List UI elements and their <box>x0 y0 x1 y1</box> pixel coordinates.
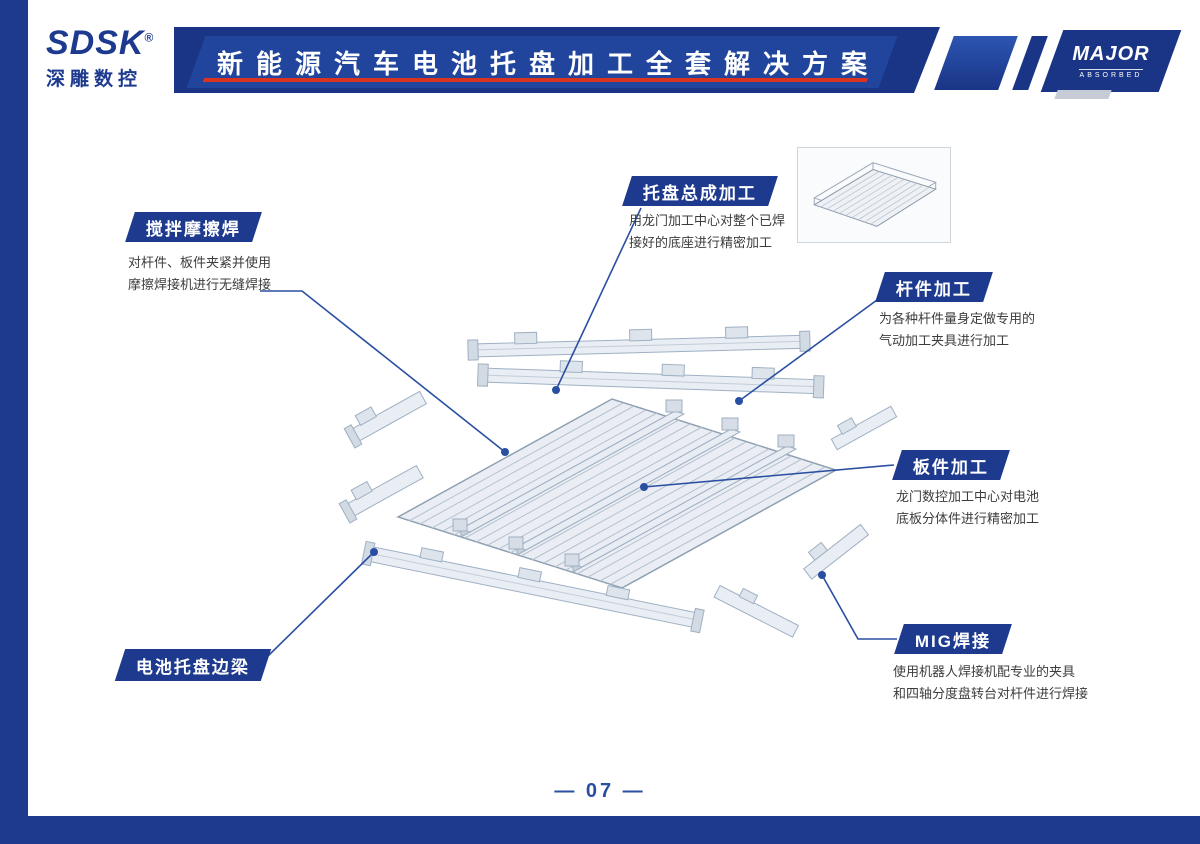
callout-label: 板件加工 <box>913 457 989 477</box>
logo-company-name: 深雕数控 <box>46 69 143 90</box>
page-title: 新能源汽车电池托盘加工全套解决方案 <box>216 48 880 79</box>
cross-beam <box>564 434 798 573</box>
callout-friction-description: 对杆件、板件夹紧并使用 摩擦焊接机进行无缝焊接 <box>128 255 272 293</box>
callout-label: 搅拌摩擦焊 <box>146 219 241 239</box>
top-rail-upper <box>467 326 811 361</box>
left-border-strip <box>0 0 28 844</box>
badge-gray-stripe <box>1054 90 1112 99</box>
brand-badge: MAJOR ABSORBED <box>1040 30 1182 92</box>
brand-badge-name: MAJOR <box>1072 43 1150 65</box>
assembled-tray-photo <box>797 147 951 243</box>
callout-plate-machining: 板件加工 <box>892 450 1010 480</box>
cross-beam <box>452 399 686 538</box>
right-bracket-upper <box>830 405 898 451</box>
cross-beam <box>508 417 742 556</box>
callout-label: 托盘总成加工 <box>643 183 757 203</box>
callout-friction-stir-welding: 搅拌摩擦焊 <box>125 212 262 242</box>
bottom-border-strip <box>0 816 1200 844</box>
left-bracket-upper <box>343 390 428 449</box>
callout-tray-assembly-machining: 托盘总成加工 <box>622 176 778 206</box>
side-beam <box>360 540 705 634</box>
left-bracket-lower <box>338 464 424 524</box>
callout-label: 杆件加工 <box>896 279 972 299</box>
logo-brand-text: SDSK® <box>46 24 155 62</box>
registered-mark: ® <box>144 30 155 45</box>
title-red-underline <box>202 78 869 82</box>
callout-plate-description: 龙门数控加工中心对电池 底板分体件进行精密加工 <box>896 489 1040 527</box>
top-rail-lower <box>476 360 825 399</box>
company-logo: SDSK® 深雕数控 <box>28 0 174 102</box>
callout-label: MIG焊接 <box>915 631 992 651</box>
callout-assembly-description: 用龙门加工中心对整个已焊 接好的底座进行精密加工 <box>629 213 786 251</box>
right-bracket-lower <box>803 523 870 580</box>
page-number: — 07 — <box>554 780 646 802</box>
callout-mig-welding: MIG焊接 <box>894 624 1012 654</box>
tray-thumbnail-drawing <box>813 162 937 227</box>
title-banner: 新能源汽车电池托盘加工全套解决方案 <box>186 36 898 88</box>
leader-lines <box>260 207 897 657</box>
callout-label: 电池托盘边梁 <box>136 657 250 677</box>
brand-badge-subtitle: ABSORBED <box>1079 72 1143 79</box>
brand-badge-divider <box>1079 69 1143 70</box>
callout-rod-description: 为各种杆件量身定做专用的 气动加工夹具进行加工 <box>879 311 1036 349</box>
callout-rod-machining: 杆件加工 <box>875 272 993 302</box>
callout-battery-tray-side-beam: 电池托盘边梁 <box>114 649 272 681</box>
side-beam-short <box>713 584 800 638</box>
callout-mig-description: 使用机器人焊接机配专业的夹具 和四轴分度盘转台对杆件进行焊接 <box>893 664 1089 702</box>
